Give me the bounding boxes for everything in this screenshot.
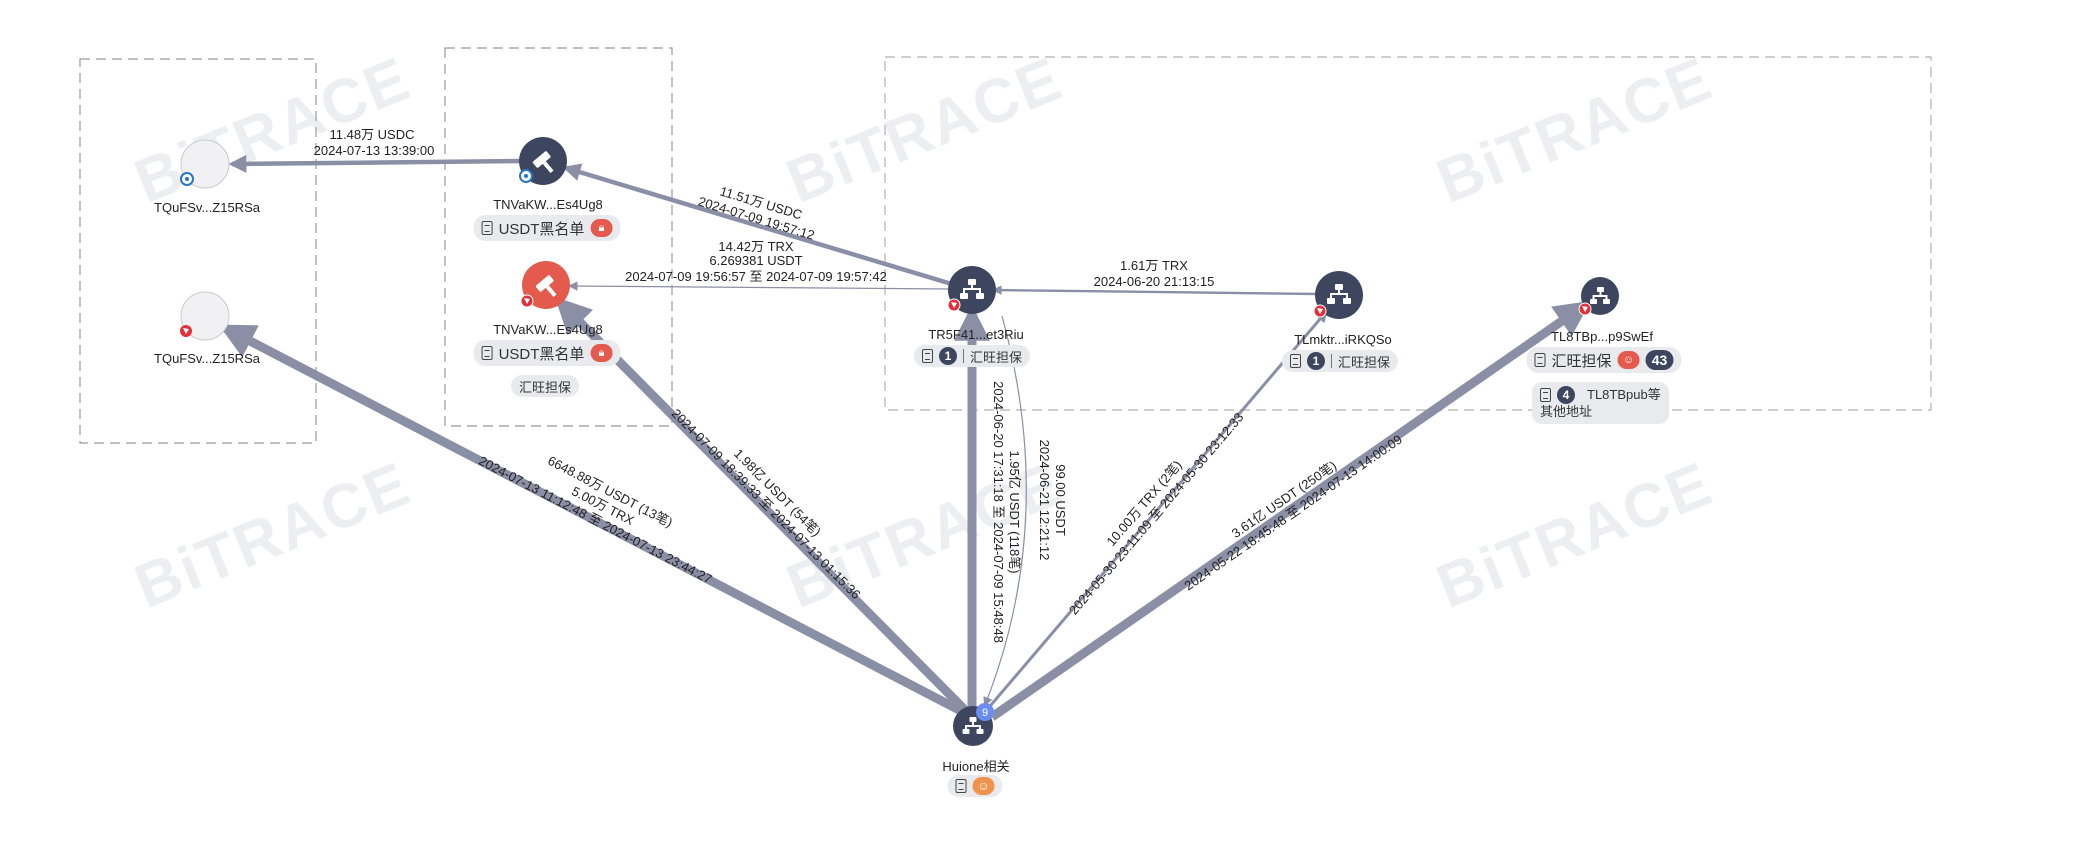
separator xyxy=(962,349,964,363)
node-label-tqu-bottom: TQuFSv...Z15RSa xyxy=(154,351,260,366)
edge-huione-to-tnva-mid[interactable] xyxy=(554,296,969,714)
tag-text: 汇旺担保 xyxy=(1551,352,1612,370)
network-icon xyxy=(1590,287,1610,304)
edge-label: 14.42万 TRX xyxy=(718,239,793,254)
building-icon xyxy=(481,346,493,360)
edge-tr5f-to-huione[interactable] xyxy=(983,315,1027,707)
mask-icon: ☺︎ xyxy=(972,777,995,795)
count-badge-text: 9 xyxy=(982,707,988,719)
gavel-icon xyxy=(532,151,554,174)
node-label-tnva-mid: TNVaKW...Es4Ug8 xyxy=(493,322,603,337)
tag-huiwang-guarantee[interactable]: 1 汇旺担保 xyxy=(913,345,1031,367)
tag-count-badge: 43 xyxy=(1645,350,1674,370)
document-icon xyxy=(1289,354,1301,368)
node-tl8t[interactable] xyxy=(1578,277,1619,316)
tags-tnva-mid-extra: 汇旺担保 xyxy=(510,375,580,397)
tag-text: USDT黑名单 xyxy=(498,345,585,363)
edge-label: 1.61万 TRX xyxy=(1120,258,1188,273)
edge-huione-to-tqu[interactable] xyxy=(218,324,966,716)
tags-tlmk: 1 汇旺担保 xyxy=(1281,350,1399,372)
tag-huiwang-guarantee[interactable]: 汇旺担保 ☺︎ 43 xyxy=(1526,347,1682,373)
mask-icon: ☺︎ xyxy=(1617,351,1640,369)
edge-label: 2024-06-20 17:31:18 至 2024-07-09 15:48:4… xyxy=(991,381,1006,643)
edge-label: 2024-06-20 21:13:15 xyxy=(1094,274,1215,289)
network-icon xyxy=(962,717,984,734)
node-label-tqu-top: TQuFSv...Z15RSa xyxy=(154,200,260,215)
building-icon xyxy=(481,221,493,235)
edge-label: 2024-05-30 23:11:09 至 2024-05-30 23:12:3… xyxy=(1066,410,1247,618)
node-tqu-bottom[interactable] xyxy=(180,291,230,341)
gavel-icon xyxy=(535,275,557,298)
node-tlmk[interactable] xyxy=(1313,271,1363,319)
lock-icon: 🔒︎ xyxy=(590,344,613,362)
node-label-huione: Huione相关 xyxy=(942,759,1010,774)
count-badge xyxy=(976,703,994,721)
separator xyxy=(1330,354,1332,368)
tag-usdt-blacklist[interactable]: USDT黑名单 🔒︎ xyxy=(473,215,621,241)
node-tnva-mid[interactable] xyxy=(520,261,570,309)
node-label-tlmk: TLmktr...iRKQSo xyxy=(1294,332,1392,347)
tag-huiwang-guarantee[interactable]: 1 汇旺担保 xyxy=(1281,350,1399,372)
tags-huione: ☺︎ xyxy=(947,775,1003,797)
tag-usdt-blacklist[interactable]: USDT黑名单 🔒︎ xyxy=(473,340,621,366)
tags-tnva-mid: USDT黑名单 🔒︎ xyxy=(473,340,621,366)
network-icon xyxy=(960,279,984,299)
tag-text: 汇旺担保 xyxy=(518,379,572,395)
tag-huiwang-guarantee[interactable]: 汇旺担保 xyxy=(510,375,580,397)
node-huione[interactable]: 9 xyxy=(953,703,994,746)
group-box-right xyxy=(884,56,1932,411)
edge-tr5f-to-tnva-mid[interactable] xyxy=(568,281,951,291)
tag-other-addresses[interactable]: 4 TL8TBpub等 其他地址 xyxy=(1532,382,1669,424)
tag-count-badge: 1 xyxy=(1306,352,1325,370)
node-tr5f[interactable] xyxy=(947,266,996,314)
edge-huione-to-tlmk[interactable] xyxy=(983,310,1328,713)
node-label-tnva-top: TNVaKW...Es4Ug8 xyxy=(493,197,603,212)
edge-label: 99.00 USDT xyxy=(1053,464,1068,536)
node-label-tl8t: TL8TBp...p9SwEf xyxy=(1551,329,1653,344)
edge-label: 11.48万 USDC xyxy=(329,127,414,142)
edge-label: 6.269381 USDT xyxy=(709,253,802,268)
tags-tr5f: 1 汇旺担保 xyxy=(913,345,1031,367)
edge-label: 2024-07-09 19:56:57 至 2024-07-09 19:57:4… xyxy=(625,269,887,284)
node-label-tr5f: TR5F41...et3Riu xyxy=(928,327,1024,342)
tags-tnva-top: USDT黑名单 🔒︎ xyxy=(473,215,621,241)
document-icon xyxy=(921,349,933,363)
edge-huione-to-tl8t[interactable] xyxy=(989,300,1591,721)
tag-huione[interactable]: ☺︎ xyxy=(947,775,1003,797)
network-icon xyxy=(1327,284,1351,304)
node-tnva-top[interactable] xyxy=(519,137,567,185)
tag-text-line2: 其他地址 xyxy=(1540,404,1593,419)
tag-count-badge: 4 xyxy=(1557,386,1575,404)
edge-tnva-to-tqu[interactable] xyxy=(228,154,523,173)
tag-text: 汇旺担保 xyxy=(1337,354,1391,370)
document-icon xyxy=(1540,388,1551,402)
tags-tl8t: 汇旺担保 ☺︎ 43 xyxy=(1526,347,1682,373)
tag-count-badge: 1 xyxy=(938,347,957,365)
building-icon xyxy=(955,779,967,793)
edge-label: 1.95亿 USDT (118笔) xyxy=(1007,450,1022,573)
edge-label: 2024-07-13 11:12:48 至 2024-07-13 23:44:2… xyxy=(476,453,714,587)
tag-text: USDT黑名单 xyxy=(498,220,585,238)
tag-text: 汇旺担保 xyxy=(969,349,1023,365)
group-box-middle xyxy=(444,47,673,427)
group-box-left xyxy=(79,58,317,444)
edge-label: 2024-07-13 13:39:00 xyxy=(314,143,435,158)
tag-text: TL8TBpub等 xyxy=(1587,387,1661,402)
edge-tlmk-to-tr5f[interactable] xyxy=(992,285,1318,296)
edge-tr5f-to-tnva-top[interactable] xyxy=(562,163,956,288)
edge-label: 2024-06-21 12:21:12 xyxy=(1037,440,1052,561)
node-tqu-top[interactable] xyxy=(180,139,230,189)
building-icon xyxy=(1534,353,1546,367)
lock-icon: 🔒︎ xyxy=(590,219,613,237)
